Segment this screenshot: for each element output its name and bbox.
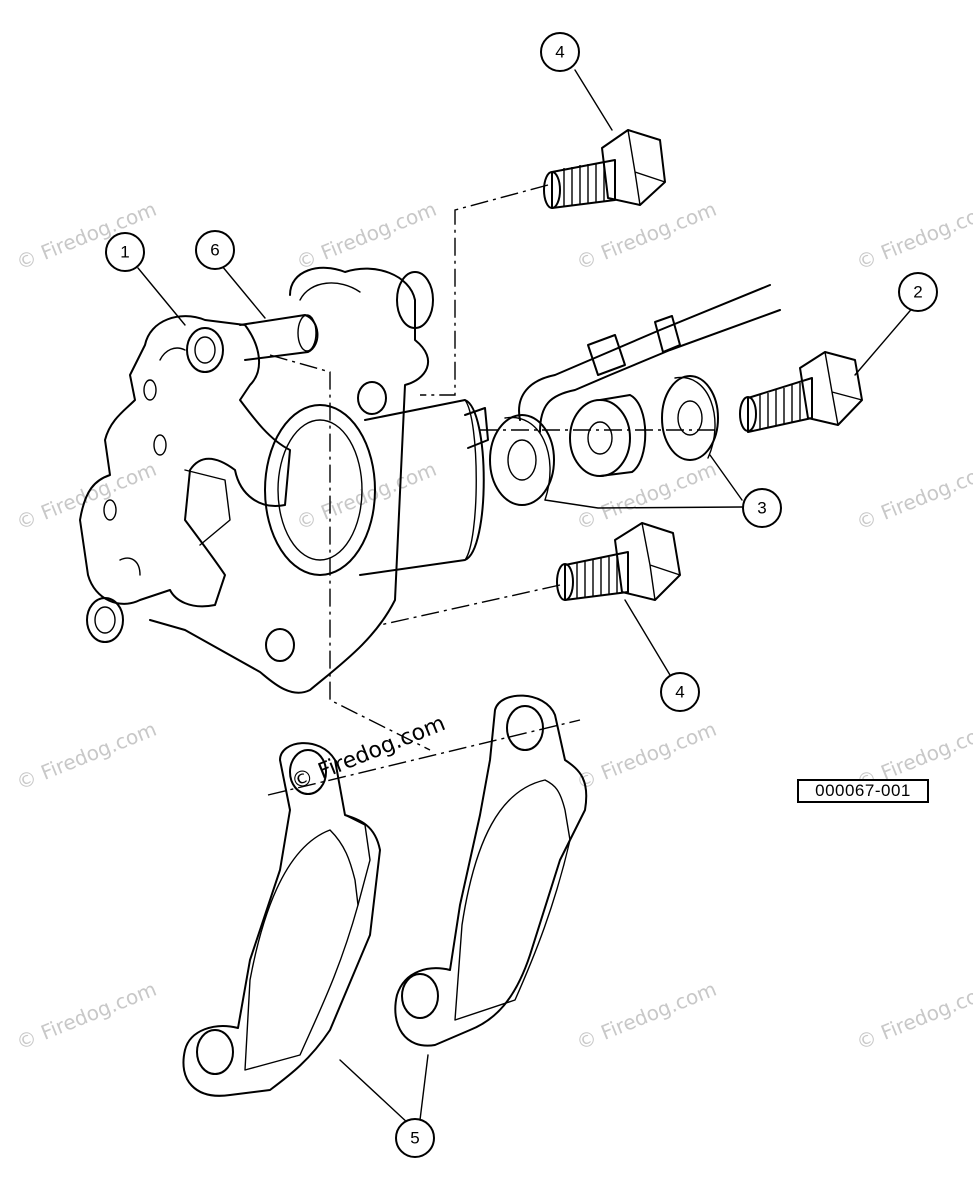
watermark: © Firedog.com bbox=[573, 977, 720, 1055]
bolt-icon bbox=[739, 351, 863, 433]
svg-text:2: 2 bbox=[913, 283, 922, 302]
callout-5: 5 bbox=[395, 1118, 435, 1158]
assembly-lines bbox=[267, 184, 720, 796]
callout-6: 6 bbox=[195, 230, 235, 270]
diagram-id-label: 000067-001 bbox=[797, 779, 929, 803]
watermark: © Firedog.com bbox=[293, 197, 440, 275]
svg-text:1: 1 bbox=[120, 243, 129, 262]
bolt-icon bbox=[543, 129, 666, 209]
watermark: © Firedog.com bbox=[853, 977, 973, 1055]
watermark: © Firedog.com bbox=[293, 457, 440, 535]
watermark: © Firedog.com bbox=[13, 717, 160, 795]
brake-caliper-icon bbox=[79, 266, 489, 694]
callout-4-upper: 4 bbox=[540, 32, 580, 72]
svg-text:3: 3 bbox=[757, 499, 766, 518]
watermark: © Firedog.com bbox=[13, 977, 160, 1055]
svg-text:4: 4 bbox=[675, 683, 684, 702]
leader-lines bbox=[137, 69, 916, 1126]
callout-3: 3 bbox=[742, 488, 782, 528]
watermark-center: © Firedog.com bbox=[288, 711, 449, 795]
watermark: © Firedog.com bbox=[853, 457, 973, 535]
brake-line-icon bbox=[518, 284, 781, 433]
callout-2: 2 bbox=[898, 272, 938, 312]
watermark: © Firedog.com bbox=[853, 197, 973, 275]
callout-4-lower: 4 bbox=[660, 672, 700, 712]
watermark: © Firedog.com bbox=[573, 457, 720, 535]
svg-text:4: 4 bbox=[555, 43, 564, 62]
svg-text:6: 6 bbox=[210, 241, 219, 260]
svg-text:5: 5 bbox=[410, 1129, 419, 1148]
bolt-icon bbox=[556, 522, 681, 601]
brake-pad-icon bbox=[182, 694, 588, 1097]
watermark: © Firedog.com bbox=[573, 717, 720, 795]
callout-1: 1 bbox=[105, 232, 145, 272]
watermark: © Firedog.com bbox=[573, 197, 720, 275]
washer-icon bbox=[489, 375, 719, 506]
